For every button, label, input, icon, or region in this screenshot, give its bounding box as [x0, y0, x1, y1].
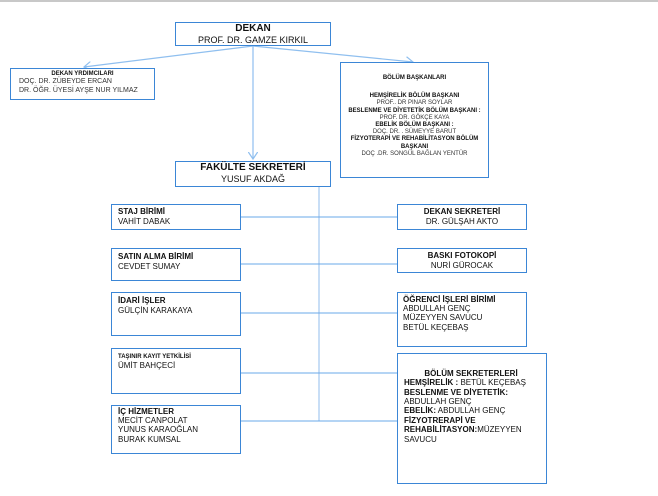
dekan-title: DEKAN [235, 23, 271, 34]
unit-title: SATIN ALMA BİRİMİ [118, 252, 194, 261]
bolum-baskanlari-box: BÖLÜM BAŞKANLARI HEMŞİRELİK BÖLÜM BAŞKAN… [340, 62, 489, 178]
person: ABDULLAH GENÇ [436, 406, 506, 416]
unit-tasinir: TAŞINIR KAYIT YETKİLİSİ ÜMİT BAHÇECİ [111, 348, 241, 394]
dekan-name: PROF. DR. GAMZE KIRKIL [197, 35, 309, 45]
arrow-dekan-to-baskanlar [252, 45, 413, 62]
unit-title: TAŞINIR KAYIT YETKİLİSİ [118, 354, 191, 360]
member-name: DR. GÜLŞAH AKTO [425, 216, 499, 226]
member-name: CEVDET SUMAY [118, 261, 181, 271]
dept: EBELİK: [404, 406, 436, 416]
dekan-yardimcilari-box: DEKAN YRDIMCILARI DOÇ. DR. ZÜBEYDE ERCAN… [10, 68, 155, 100]
fakulte-sekreteri-title: FAKÜLTE SEKRETERİ [200, 162, 306, 173]
member-name: GÜLÇİN KARAKAYA [118, 305, 193, 315]
role: EBELİK BÖLÜM BAŞKANI : [375, 121, 454, 128]
member-name: MECİT CANPOLAT [118, 416, 188, 426]
entry: BESLENME VE DİYETETİK: ABDULLAH GENÇ [404, 388, 538, 407]
member-name: BETÜL KEÇEBAŞ [403, 322, 469, 332]
person: MÜZEYYEN SAVUCU [404, 425, 522, 444]
bolum-sekreterleri-title: BÖLÜM SEKRETERLERİ [424, 369, 518, 378]
unit-baski-fotokopi: BASKI FOTOKOPİ NURİ GÜROCAK [397, 248, 527, 273]
person: PROF. DR. GÖKÇE KAYA [379, 114, 450, 121]
person: PROF.. DR PINAR SOYLAR [376, 100, 453, 107]
unit-staj: STAJ BİRİMİ VAHİT DABAK [111, 204, 241, 230]
bolum-sekreterleri-box: BÖLÜM SEKRETERLERİ HEMŞİRELİK : BETÜL KE… [397, 353, 547, 484]
unit-title: İDARİ İŞLER [118, 296, 166, 305]
dekan-yardimcilari-title: DEKAN YRDIMCILARI [51, 71, 114, 77]
member-name: ÜMİT BAHÇECİ [118, 361, 176, 371]
member-name: DOÇ. DR. ZÜBEYDE ERCAN [19, 78, 112, 86]
top-divider [0, 0, 658, 2]
dept: HEMŞİRELİK : [404, 378, 459, 388]
entry: HEMŞİRELİK : BETÜL KEÇEBAŞ [404, 378, 538, 387]
member-name: MÜZEYYEN SAVUCU [403, 313, 483, 323]
member-name: YUNUS KARAOĞLAN [118, 425, 199, 435]
dept: BESLENME VE DİYETETİK: [404, 387, 509, 397]
arrow-dekan-to-yardimcilar [84, 45, 254, 67]
member-name: VAHİT DABAK [118, 216, 171, 226]
unit-title: ÖĞRENCİ İŞLERİ BİRİMİ [403, 295, 496, 304]
unit-title: DEKAN SEKRETERİ [423, 207, 501, 216]
unit-title: BASKI FOTOKOPİ [427, 251, 497, 260]
unit-dekan-sekreteri: DEKAN SEKRETERİ DR. GÜLŞAH AKTO [397, 204, 527, 230]
role: FİZYOTERAPİ VE REHABİLİTASYON BÖLÜM BAŞK… [350, 136, 479, 150]
member-name: DR. ÖĞR. ÜYESİ AYŞE NUR YILMAZ [19, 86, 138, 94]
role: BESLENME VE DİYETETİK BÖLÜM BAŞKANI : [348, 107, 481, 114]
person: ABDULLAH GENÇ [404, 397, 472, 407]
fakulte-sekreteri-box: FAKÜLTE SEKRETERİ YUSUF AKDAĞ [175, 161, 331, 187]
member-name: NURİ GÜROCAK [430, 260, 494, 270]
dept: FİZYOTRERAPİ VE REHABİLİTASYON: [404, 415, 478, 435]
unit-ogrenci-isleri: ÖĞRENCİ İŞLERİ BİRİMİ ABDULLAH GENÇ MÜZE… [397, 292, 527, 347]
member-name: ABDULLAH GENÇ [403, 304, 471, 314]
entry: EBELİK: ABDULLAH GENÇ [404, 406, 538, 415]
entry: FİZYOTRERAPİ VE REHABİLİTASYON:MÜZEYYEN … [404, 416, 538, 444]
unit-satin-alma: SATIN ALMA BİRİMİ CEVDET SUMAY [111, 248, 241, 281]
person: DOÇ. DR. . SÜMEYYE BARUT [372, 129, 457, 136]
unit-title: İÇ HİZMETLER [118, 407, 174, 416]
unit-idari-isler: İDARİ İŞLER GÜLÇİN KARAKAYA [111, 292, 241, 336]
person: DOÇ .DR. SONGÜL BAĞLAN YENTÜR [361, 150, 468, 157]
unit-ic-hizmetler: İÇ HİZMETLER MECİT CANPOLAT YUNUS KARAOĞ… [111, 405, 241, 454]
bolum-baskanlari-title: BÖLÜM BAŞKANLARI [382, 75, 447, 81]
dekan-box: DEKAN PROF. DR. GAMZE KIRKIL [175, 22, 331, 46]
member-name: BURAK KUMSAL [118, 434, 181, 444]
person: BETÜL KEÇEBAŞ [458, 378, 526, 388]
unit-title: STAJ BİRİMİ [118, 207, 165, 216]
fakulte-sekreteri-name: YUSUF AKDAĞ [220, 174, 285, 184]
role: HEMŞİRELİK BÖLÜM BAŞKANI [369, 93, 460, 100]
